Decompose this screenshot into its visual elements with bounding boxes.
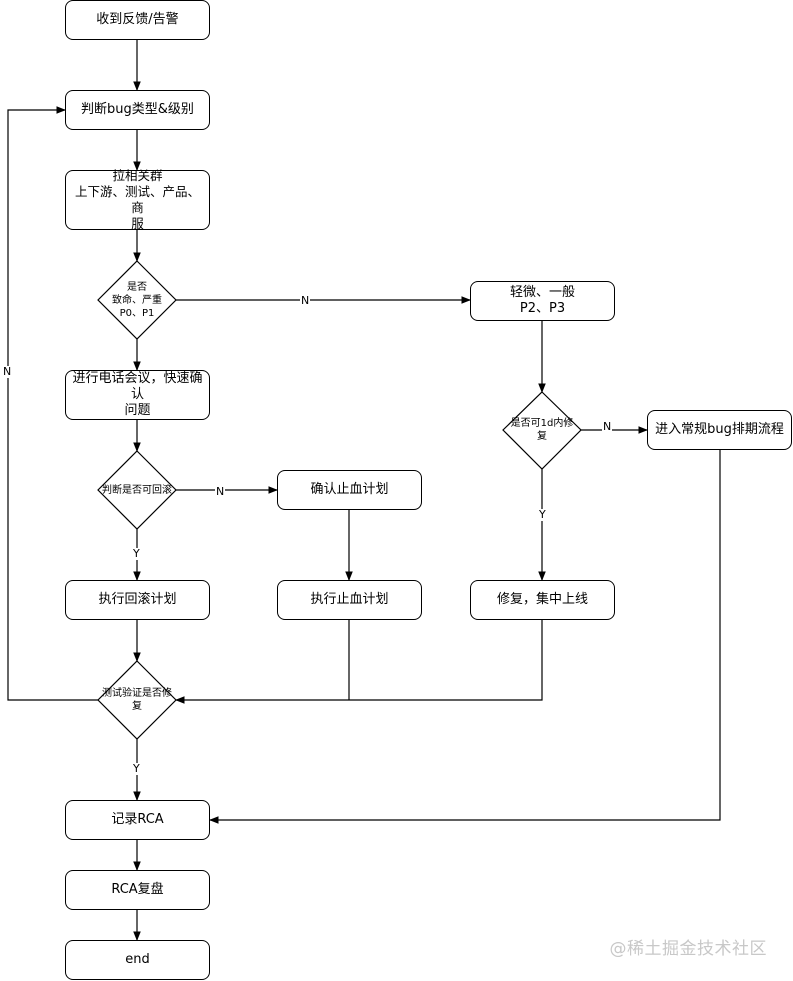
node-feedback: 收到反馈/告警 — [65, 0, 210, 40]
decision-test-verify — [97, 660, 177, 740]
decision-test-verify-text: 测试验证是否修 复 — [102, 688, 172, 712]
node-phone-meeting: 进行电话会议，快速确认 问题 — [65, 370, 210, 420]
node-record-rca: 记录RCA — [65, 800, 210, 840]
node-pull-group: 拉相关群 上下游、测试、产品、商 服 — [65, 168, 210, 231]
watermark: @稀土掘金技术社区 — [609, 939, 767, 959]
decision-is-fatal — [97, 260, 177, 340]
decision-can-rollback-text: 判断是否可回滚 — [102, 484, 172, 496]
edge-release-verify — [175, 620, 543, 704]
edge-regular-rca — [209, 450, 721, 824]
node-judge-type: 判断bug类型&级别 — [65, 90, 210, 130]
node-regular-flow: 进入常规bug排期流程 — [647, 410, 792, 450]
node-end: end — [65, 940, 210, 980]
node-minor: 轻微、一般 P2、P3 — [470, 281, 615, 321]
label-fix1d-yes: Y — [538, 508, 547, 521]
decision-is-fatal-text: 是否 致命、严重 P0、P1 — [112, 281, 162, 319]
label-loop-no: N — [2, 365, 13, 378]
node-rca-review: RCA复盘 — [65, 870, 210, 910]
edge-verify-loop — [7, 106, 98, 701]
node-exec-rollback: 执行回滚计划 — [65, 580, 210, 620]
label-verify-yes: Y — [132, 762, 141, 775]
label-fix1d-no: N — [602, 420, 613, 433]
node-fix-release: 修复，集中上线 — [470, 580, 615, 620]
label-rollback-no: N — [215, 485, 226, 498]
node-exec-stop-plan: 执行止血计划 — [277, 580, 422, 620]
decision-can-rollback — [97, 450, 177, 530]
decision-can-fix-1d — [502, 391, 582, 470]
node-confirm-stop-plan: 确认止血计划 — [277, 470, 422, 510]
label-fatal-no: N — [300, 294, 311, 307]
label-rollback-yes: Y — [132, 547, 141, 560]
decision-can-fix-1d-text: 是否可1d内修 复 — [510, 418, 574, 442]
